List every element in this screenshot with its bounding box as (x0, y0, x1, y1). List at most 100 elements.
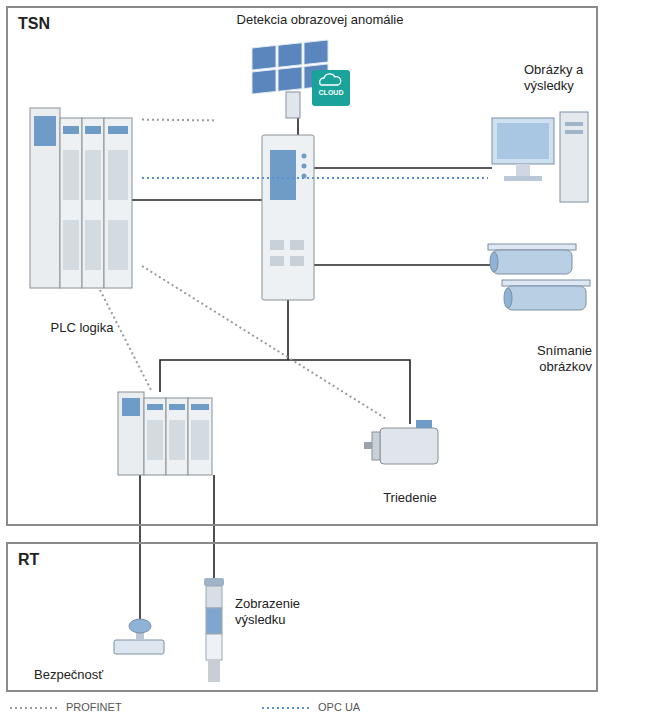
io-controller-icon (169, 404, 185, 410)
node-label: Detekcia obrazovej anomálie (237, 12, 404, 28)
cloud-server-icon (304, 64, 328, 89)
safety-device-icon (129, 619, 151, 633)
node-label: Bezpečnosť (34, 667, 103, 683)
motor-icon (416, 420, 432, 428)
pc-station: Obrázky a výsledky (488, 60, 596, 210)
motor-icon (372, 432, 380, 460)
legend-text: OPC UA (318, 701, 360, 713)
ethernet-wire (160, 360, 410, 424)
stack-light-icon (208, 660, 220, 682)
profinet-link (142, 119, 215, 122)
switch-icon (302, 154, 307, 159)
io-controller-icon (191, 420, 209, 460)
computer-icon (492, 118, 554, 164)
io-controller-icon (144, 398, 166, 475)
cloud-badge: CLOUD (312, 89, 350, 97)
camera-icon (488, 244, 576, 250)
ethernet-wire (314, 264, 490, 266)
camera-icon (490, 252, 498, 272)
plc-icon (108, 126, 128, 134)
io-controller-icon (191, 404, 209, 410)
safety-device-icon (114, 640, 164, 654)
profinet-link (142, 266, 388, 420)
camera-icon (502, 280, 590, 310)
plc-icon (63, 126, 79, 134)
camera-icon (492, 250, 572, 274)
io-controller-icon (188, 398, 212, 475)
ethernet-wire (314, 167, 492, 169)
opcua-link (142, 177, 488, 179)
camera-station: Snímanie obrázkov (470, 245, 596, 377)
legend-sample (10, 707, 60, 709)
plc-icon (60, 118, 82, 288)
ethernet-wire (213, 475, 215, 578)
network-region: RT Bezpečnosť Zobrazenie výsledku (6, 542, 598, 692)
sorting-drive: Triedenie (355, 420, 465, 508)
safety-device-icon (114, 619, 164, 654)
io-controller-icon (166, 398, 188, 475)
plc-icon (82, 118, 104, 288)
computer-icon (565, 130, 583, 134)
plc-icon (63, 220, 79, 270)
cloud-server-icon (252, 40, 350, 118)
camera-icon (506, 286, 586, 310)
cloud-server-icon (304, 40, 328, 65)
legend-entry: OPC UA (318, 701, 360, 713)
node-label: Zobrazenie výsledku (235, 596, 331, 629)
io-controller-icon (147, 420, 163, 460)
ethernet-wire (287, 300, 289, 360)
stack-light-icon (206, 608, 222, 634)
switch-icon (262, 135, 314, 300)
safety-device-icon (136, 630, 144, 640)
motor-icon (364, 420, 438, 464)
result-display: Zobrazenie výsledku (195, 572, 335, 687)
profinet-link (100, 290, 152, 392)
node-label: Triedenie (383, 490, 437, 506)
anomaly-detection: Detekcia obrazovej anomálie (215, 10, 425, 148)
switch-icon (290, 256, 304, 266)
legend-text: PROFINET (66, 701, 122, 713)
cloud-server-icon (278, 43, 302, 68)
stack-light-icon (206, 586, 222, 608)
computer-icon (504, 176, 542, 181)
switch-icon (270, 150, 296, 200)
switch-icon (270, 240, 284, 250)
computer-icon (492, 112, 588, 202)
safety-device: Bezpečnosť (30, 600, 170, 685)
plc-icon (63, 150, 79, 200)
computer-icon (560, 112, 588, 202)
network-region: TSNDetekcia obrazovej anomálieObrázky a … (6, 6, 598, 526)
cloud-server-icon (252, 40, 328, 94)
camera-icon (488, 244, 590, 310)
plc-icon (85, 126, 101, 134)
ethernet-wire (297, 118, 299, 135)
stack-light-icon (206, 634, 222, 660)
cloud-server-icon (312, 70, 350, 106)
plc-icon (85, 150, 101, 200)
ethernet-wire (132, 199, 262, 201)
camera-icon (502, 280, 590, 286)
io-controller-icon (118, 392, 144, 475)
computer-icon (516, 164, 530, 176)
ethernet-wire (132, 118, 492, 620)
io-controller-icon (122, 398, 140, 416)
switch-icon (290, 240, 304, 250)
stack-light-icon (204, 578, 224, 682)
io-controller-icon (169, 420, 185, 460)
node-label: Snímanie obrázkov (512, 343, 592, 376)
stack-light-icon (204, 578, 224, 586)
switch-icon (270, 256, 284, 266)
cloud-server-icon (278, 67, 302, 92)
node-label: PLC logika (51, 320, 114, 336)
io-controller-icon (118, 392, 212, 475)
plc-icon (108, 150, 128, 200)
plc-icon (34, 116, 56, 146)
switch-icon (302, 164, 307, 169)
switch-icon (302, 174, 307, 179)
node-label: RT (18, 550, 39, 570)
plc-icon (85, 220, 101, 270)
plc-icon (108, 220, 128, 270)
cloud-server-icon (252, 45, 276, 70)
ethernet-wire (139, 475, 141, 620)
motor-icon (380, 428, 438, 464)
